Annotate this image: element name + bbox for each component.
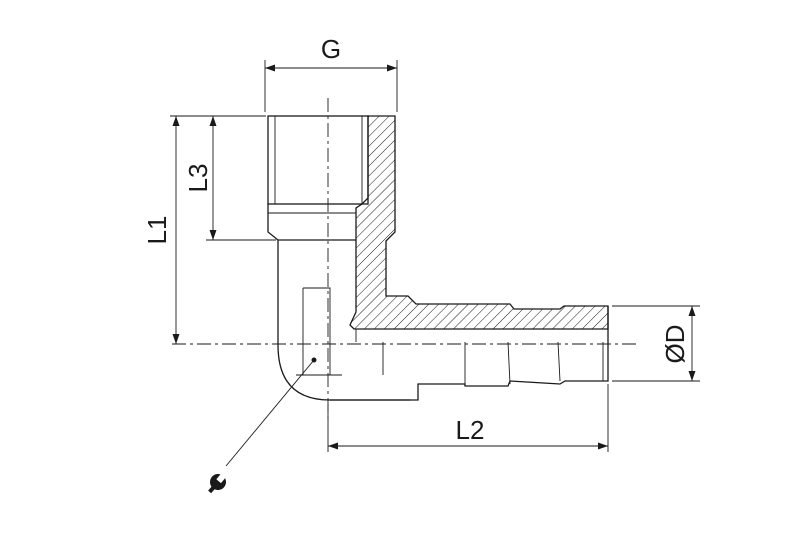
- dimension-l3: L3: [183, 116, 276, 241]
- dimension-l1: L1: [142, 115, 266, 344]
- hatched-section: [349, 115, 609, 330]
- vertical-body: [267, 115, 410, 401]
- collar-left: [267, 204, 356, 241]
- dimension-label-l3: L3: [183, 164, 213, 193]
- dimension-od: ØD: [612, 305, 700, 382]
- barb-line-4: [557, 341, 561, 382]
- inner-bore-vertical: [302, 287, 331, 375]
- dimension-g: G: [264, 34, 398, 112]
- dimension-label-l1: L1: [142, 216, 172, 245]
- thread-block: [267, 115, 369, 205]
- hose-tail-outline: [330, 306, 609, 401]
- wrench-icon: [208, 472, 227, 494]
- hose-tail: [330, 306, 609, 401]
- wrench-leader-line: [225, 359, 315, 467]
- dimension-label-l2: L2: [456, 415, 485, 445]
- dimension-l2: L2: [327, 384, 609, 452]
- dimension-label-g: G: [321, 34, 341, 64]
- elbow-outer: [277, 240, 410, 401]
- barb-line-3: [507, 341, 511, 385]
- dimension-label-od: ØD: [660, 325, 690, 364]
